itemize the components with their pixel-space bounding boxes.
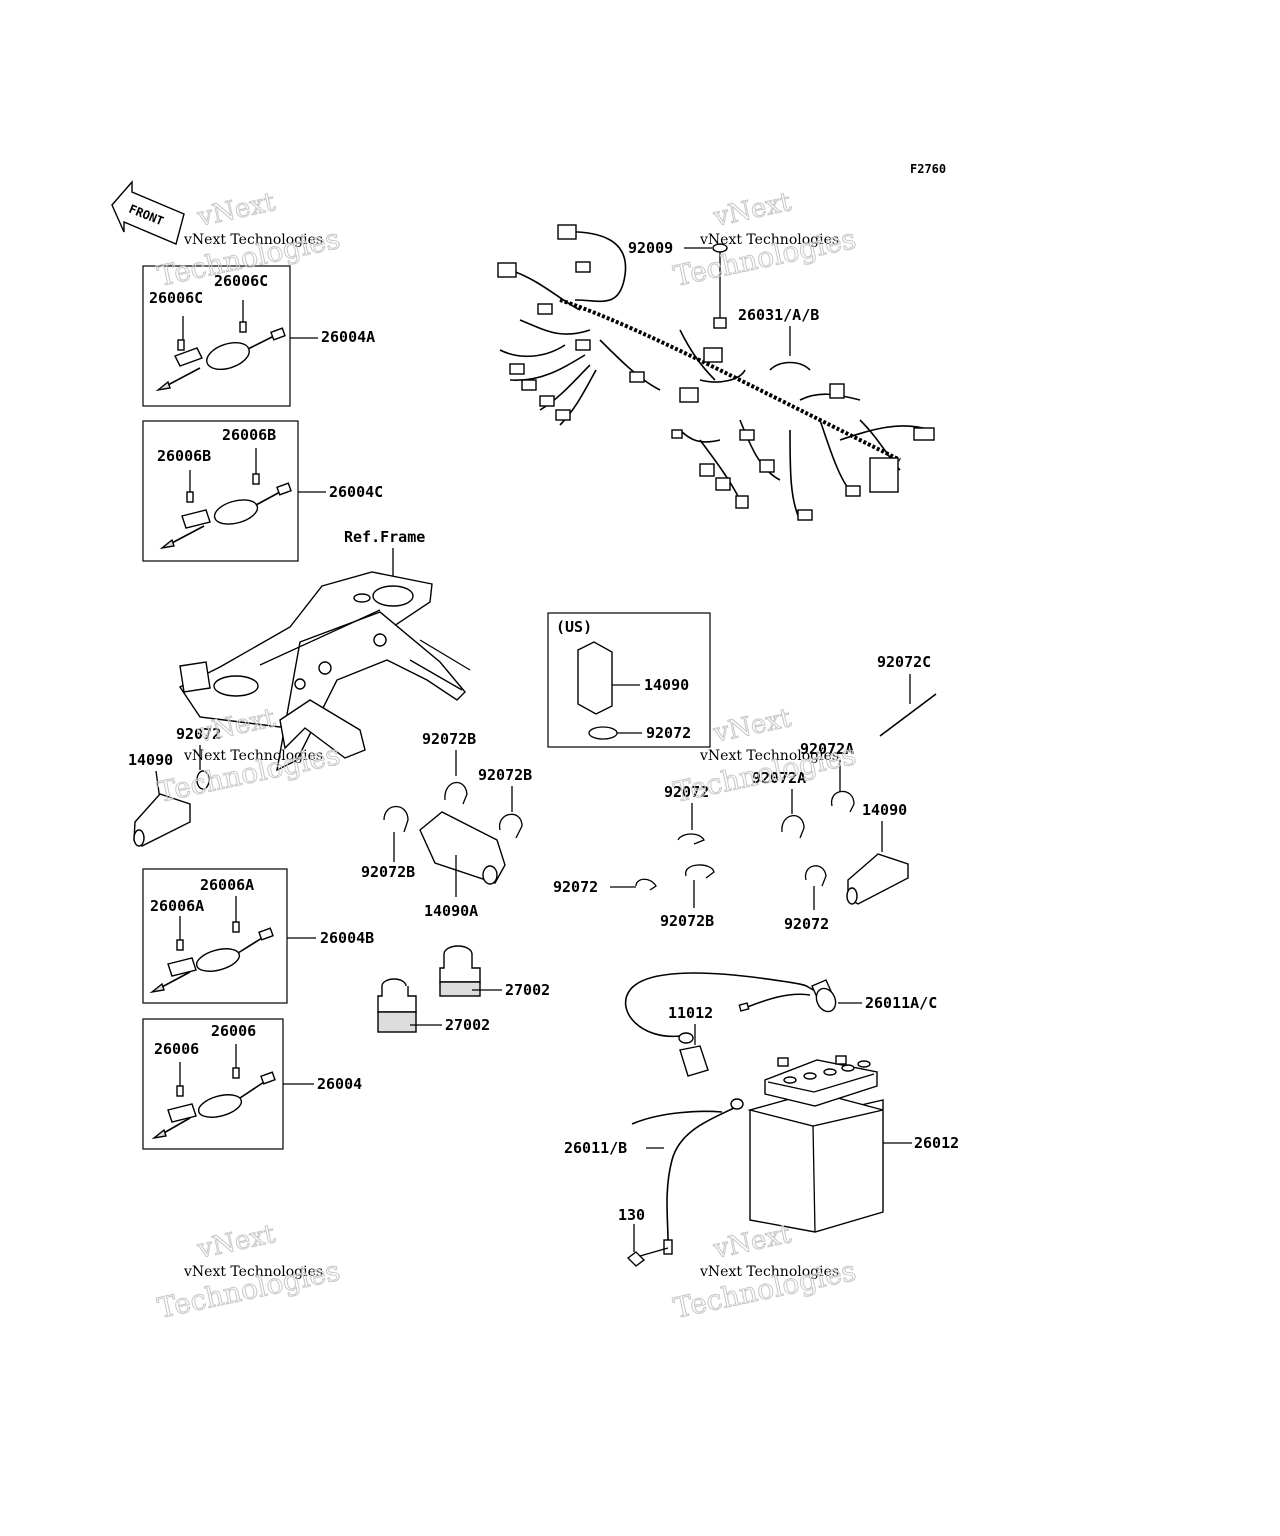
label-26012: 26012 (914, 1134, 959, 1152)
label-26011AC: 26011A/C (865, 994, 937, 1012)
watermark-4: vNext vNext Technologies Technologies (670, 703, 859, 810)
svg-text:vNext: vNext (710, 187, 794, 233)
svg-text:vNext Technologies: vNext Technologies (183, 748, 323, 764)
label-14090-right: 14090 (862, 801, 907, 819)
label-92072B-1: 92072B (422, 730, 476, 748)
clamp-92072B-2-icon (499, 813, 523, 839)
label-130: 130 (618, 1206, 645, 1224)
label-ref-frame: Ref.Frame (344, 528, 425, 546)
clamp-92072-left-icon (196, 770, 210, 790)
label-11012: 11012 (668, 1004, 713, 1022)
label-26006C-b: 26006C (149, 289, 203, 307)
box-26004A (142, 265, 291, 407)
clamp-92072-mid2-icon (635, 878, 657, 891)
label-26006C-a: 26006C (214, 272, 268, 290)
spark-plug-cap-26004B-icon (149, 896, 274, 994)
label-26031AB: 26031/A/B (738, 306, 819, 324)
svg-text:vNext: vNext (710, 703, 794, 749)
label-26004: 26004 (317, 1075, 362, 1093)
label-26006-a: 26006 (211, 1022, 256, 1040)
label-26004B: 26004B (320, 929, 374, 947)
svg-text:vNext Technologies: vNext Technologies (183, 1264, 323, 1280)
wiring-harness-icon (497, 224, 935, 521)
label-27002-a: 27002 (505, 981, 550, 999)
label-92072-right: 92072 (784, 915, 829, 933)
label-92072B-mid: 92072B (660, 912, 714, 930)
label-26006-b: 26006 (154, 1040, 199, 1058)
label-92072-mid2: 92072 (553, 878, 598, 896)
label-92072-us: 92072 (646, 724, 691, 742)
box-us (547, 612, 711, 748)
svg-text:vNext: vNext (194, 187, 278, 233)
label-26011B: 26011/B (564, 1139, 627, 1157)
bolt-92009-icon (712, 243, 728, 329)
svg-text:vNext Technologies: vNext Technologies (183, 232, 323, 248)
label-92072-mid: 92072 (664, 783, 709, 801)
label-26004C: 26004C (329, 483, 383, 501)
label-92072A-1: 92072A (800, 740, 854, 758)
label-92009: 92009 (628, 239, 673, 257)
cover-14090A-icon (419, 811, 506, 885)
label-26004A: 26004A (321, 328, 375, 346)
clamp-92072-mid-icon (677, 833, 705, 845)
clamp-92072-right-icon (804, 865, 827, 887)
front-arrow-icon: FRONT (111, 180, 185, 245)
svg-text:vNext: vNext (194, 1219, 278, 1265)
label-14090A: 14090A (424, 902, 478, 920)
svg-text:vNext Technologies: vNext Technologies (699, 748, 839, 764)
switch-27002-b-icon (377, 978, 417, 1033)
label-27002-b: 27002 (445, 1016, 490, 1034)
battery-cable-26011B-icon (631, 1098, 744, 1255)
cover-14090-us-icon (577, 641, 613, 715)
battery-cable-26011AC-icon (624, 972, 837, 1077)
svg-text:vNext Technologies: vNext Technologies (699, 1264, 839, 1280)
box-26004B (142, 868, 288, 1004)
diagram-code: F2760 (910, 162, 946, 176)
bolt-130-icon (626, 1247, 669, 1267)
clamp-92072B-mid-icon (685, 864, 715, 879)
box-26004C (142, 420, 299, 562)
svg-text:vNext: vNext (710, 1219, 794, 1265)
label-92072A-2: 92072A (752, 769, 806, 787)
label-26006A-a: 26006A (200, 876, 254, 894)
watermark-5: vNext vNext Technologies Technologies (154, 1219, 343, 1326)
label-92072C: 92072C (877, 653, 931, 671)
label-14090-us: 14090 (644, 676, 689, 694)
label-92072B-2: 92072B (478, 766, 532, 784)
watermark-6: vNext vNext Technologies Technologies (670, 1219, 859, 1326)
switch-27002-a-icon (439, 945, 481, 997)
label-26006B-b: 26006B (157, 447, 211, 465)
cable-tie-92072C-icon (879, 693, 937, 737)
clamp-92072-us-icon (588, 726, 618, 740)
label-14090-left: 14090 (128, 751, 173, 769)
label-26006B-a: 26006B (222, 426, 276, 444)
label-26006A-b: 26006A (150, 897, 204, 915)
spark-plug-cap-26004-icon (151, 1044, 276, 1140)
watermark-2: vNext vNext Technologies Technologies (670, 187, 859, 294)
frame-icon (178, 571, 471, 772)
clamp-92072B-1-icon (444, 782, 468, 805)
clamp-92072A-2-icon (781, 815, 805, 839)
spark-plug-cap-26004C-icon (159, 448, 292, 550)
label-us: (US) (556, 618, 592, 636)
spark-plug-cap-26004A-icon (155, 300, 286, 392)
label-92072-left: 92072 (176, 725, 221, 743)
svg-text:vNext Technologies: vNext Technologies (699, 232, 839, 248)
battery-26012-icon (747, 1055, 884, 1233)
clamp-92072A-1-icon (831, 790, 855, 813)
clamp-92072B-3-icon (383, 805, 409, 833)
label-92072B-3: 92072B (361, 863, 415, 881)
